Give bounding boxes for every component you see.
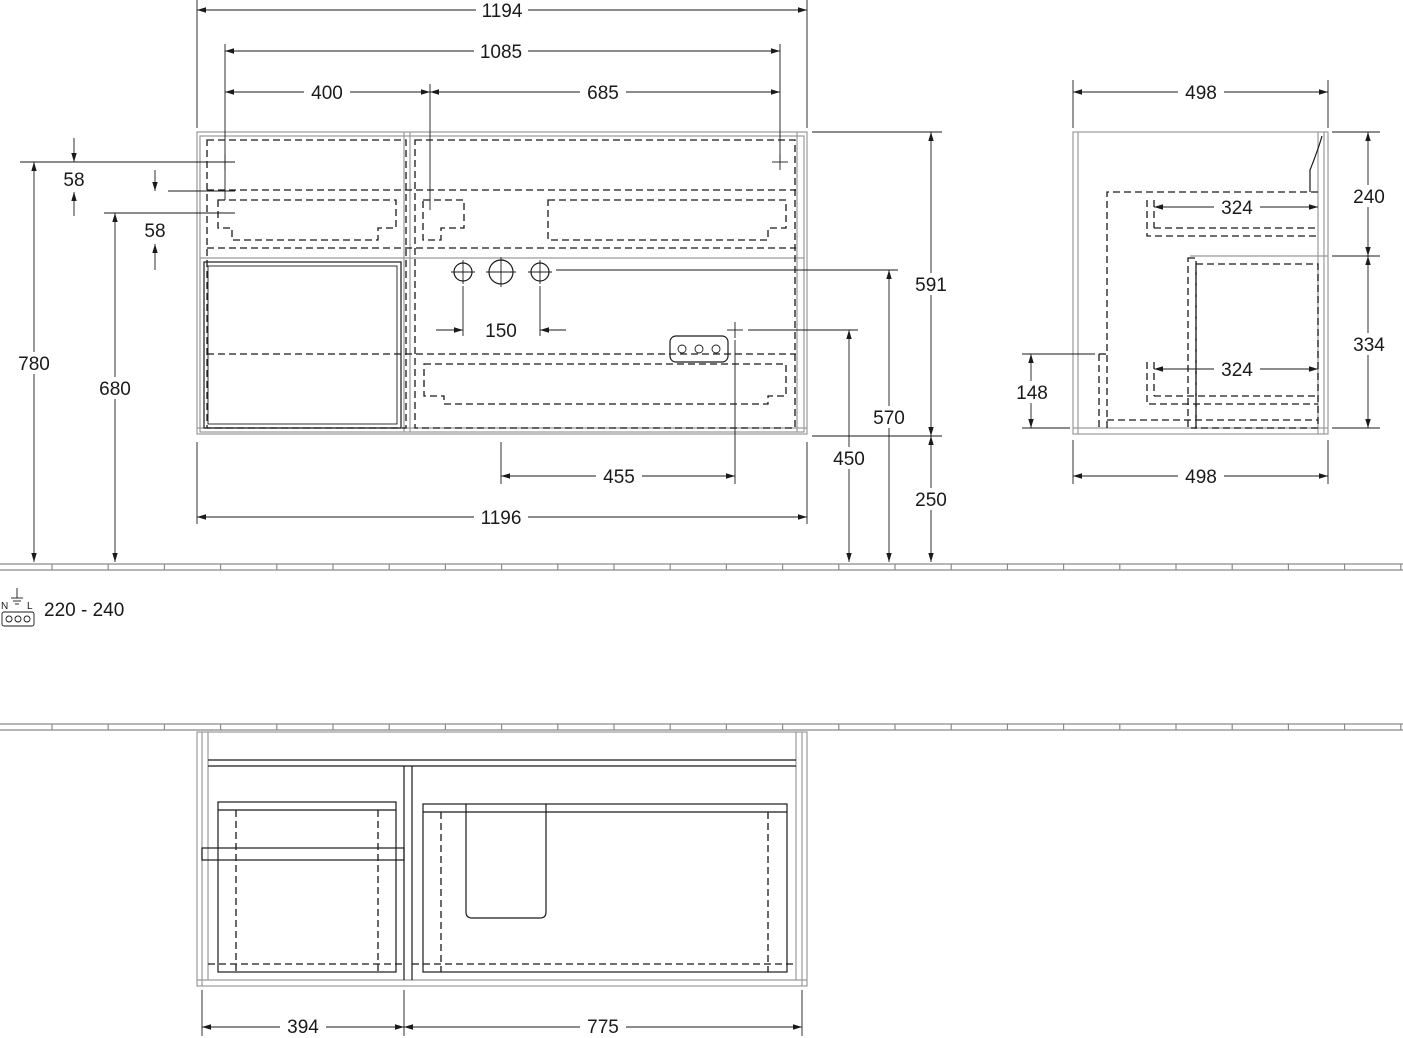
power-socket (669, 335, 729, 363)
label-drawer-lower-depth: 324 (1221, 360, 1253, 381)
front-extension-lines (20, 0, 942, 524)
symbol-neutral: N (1, 601, 8, 612)
label-height-floor: 250 (915, 490, 947, 511)
symbol-live: L (27, 601, 33, 612)
label-offset-socket: 455 (603, 467, 635, 488)
front-view (196, 131, 808, 435)
label-height-socket: 450 (833, 449, 865, 470)
plug-icon (1, 588, 35, 627)
label-height-lower: 334 (1353, 335, 1385, 356)
voltage-label: 220 - 240 (44, 600, 124, 621)
tap-hole-center (486, 257, 516, 287)
label-width-bottom: 1196 (481, 508, 522, 529)
top-view (196, 731, 808, 987)
label-depth-bottom: 498 (1185, 467, 1217, 488)
label-drawer-upper-depth: 324 (1221, 198, 1253, 219)
electrical-note: N L 220 - 240 (1, 588, 124, 627)
label-height-body: 591 (915, 275, 947, 296)
side-extension-lines (1022, 80, 1380, 484)
side-view (1072, 131, 1329, 435)
label-height-socket-side: 148 (1016, 383, 1048, 404)
label-depth-top: 498 (1185, 83, 1217, 104)
label-top-width-right: 775 (587, 1017, 619, 1038)
tap-hole-left (451, 260, 475, 284)
tap-hole-right (528, 260, 552, 284)
label-width-left: 400 (311, 83, 343, 104)
label-height-drawer: 680 (99, 379, 131, 400)
label-offset-top-2: 58 (144, 221, 165, 242)
label-width-inner: 1085 (480, 42, 522, 63)
label-spacing-tap: 150 (485, 321, 517, 342)
label-top-width-left: 394 (287, 1017, 319, 1038)
label-width-right: 685 (587, 83, 619, 104)
label-height-upper: 240 (1353, 187, 1385, 208)
label-height-tap: 570 (873, 408, 905, 429)
label-width-total: 1194 (482, 1, 523, 22)
floor-line-upper (0, 563, 1403, 571)
floor-line-lower (0, 723, 1403, 731)
label-height-cross: 780 (18, 354, 50, 375)
label-offset-top-1: 58 (63, 170, 84, 191)
